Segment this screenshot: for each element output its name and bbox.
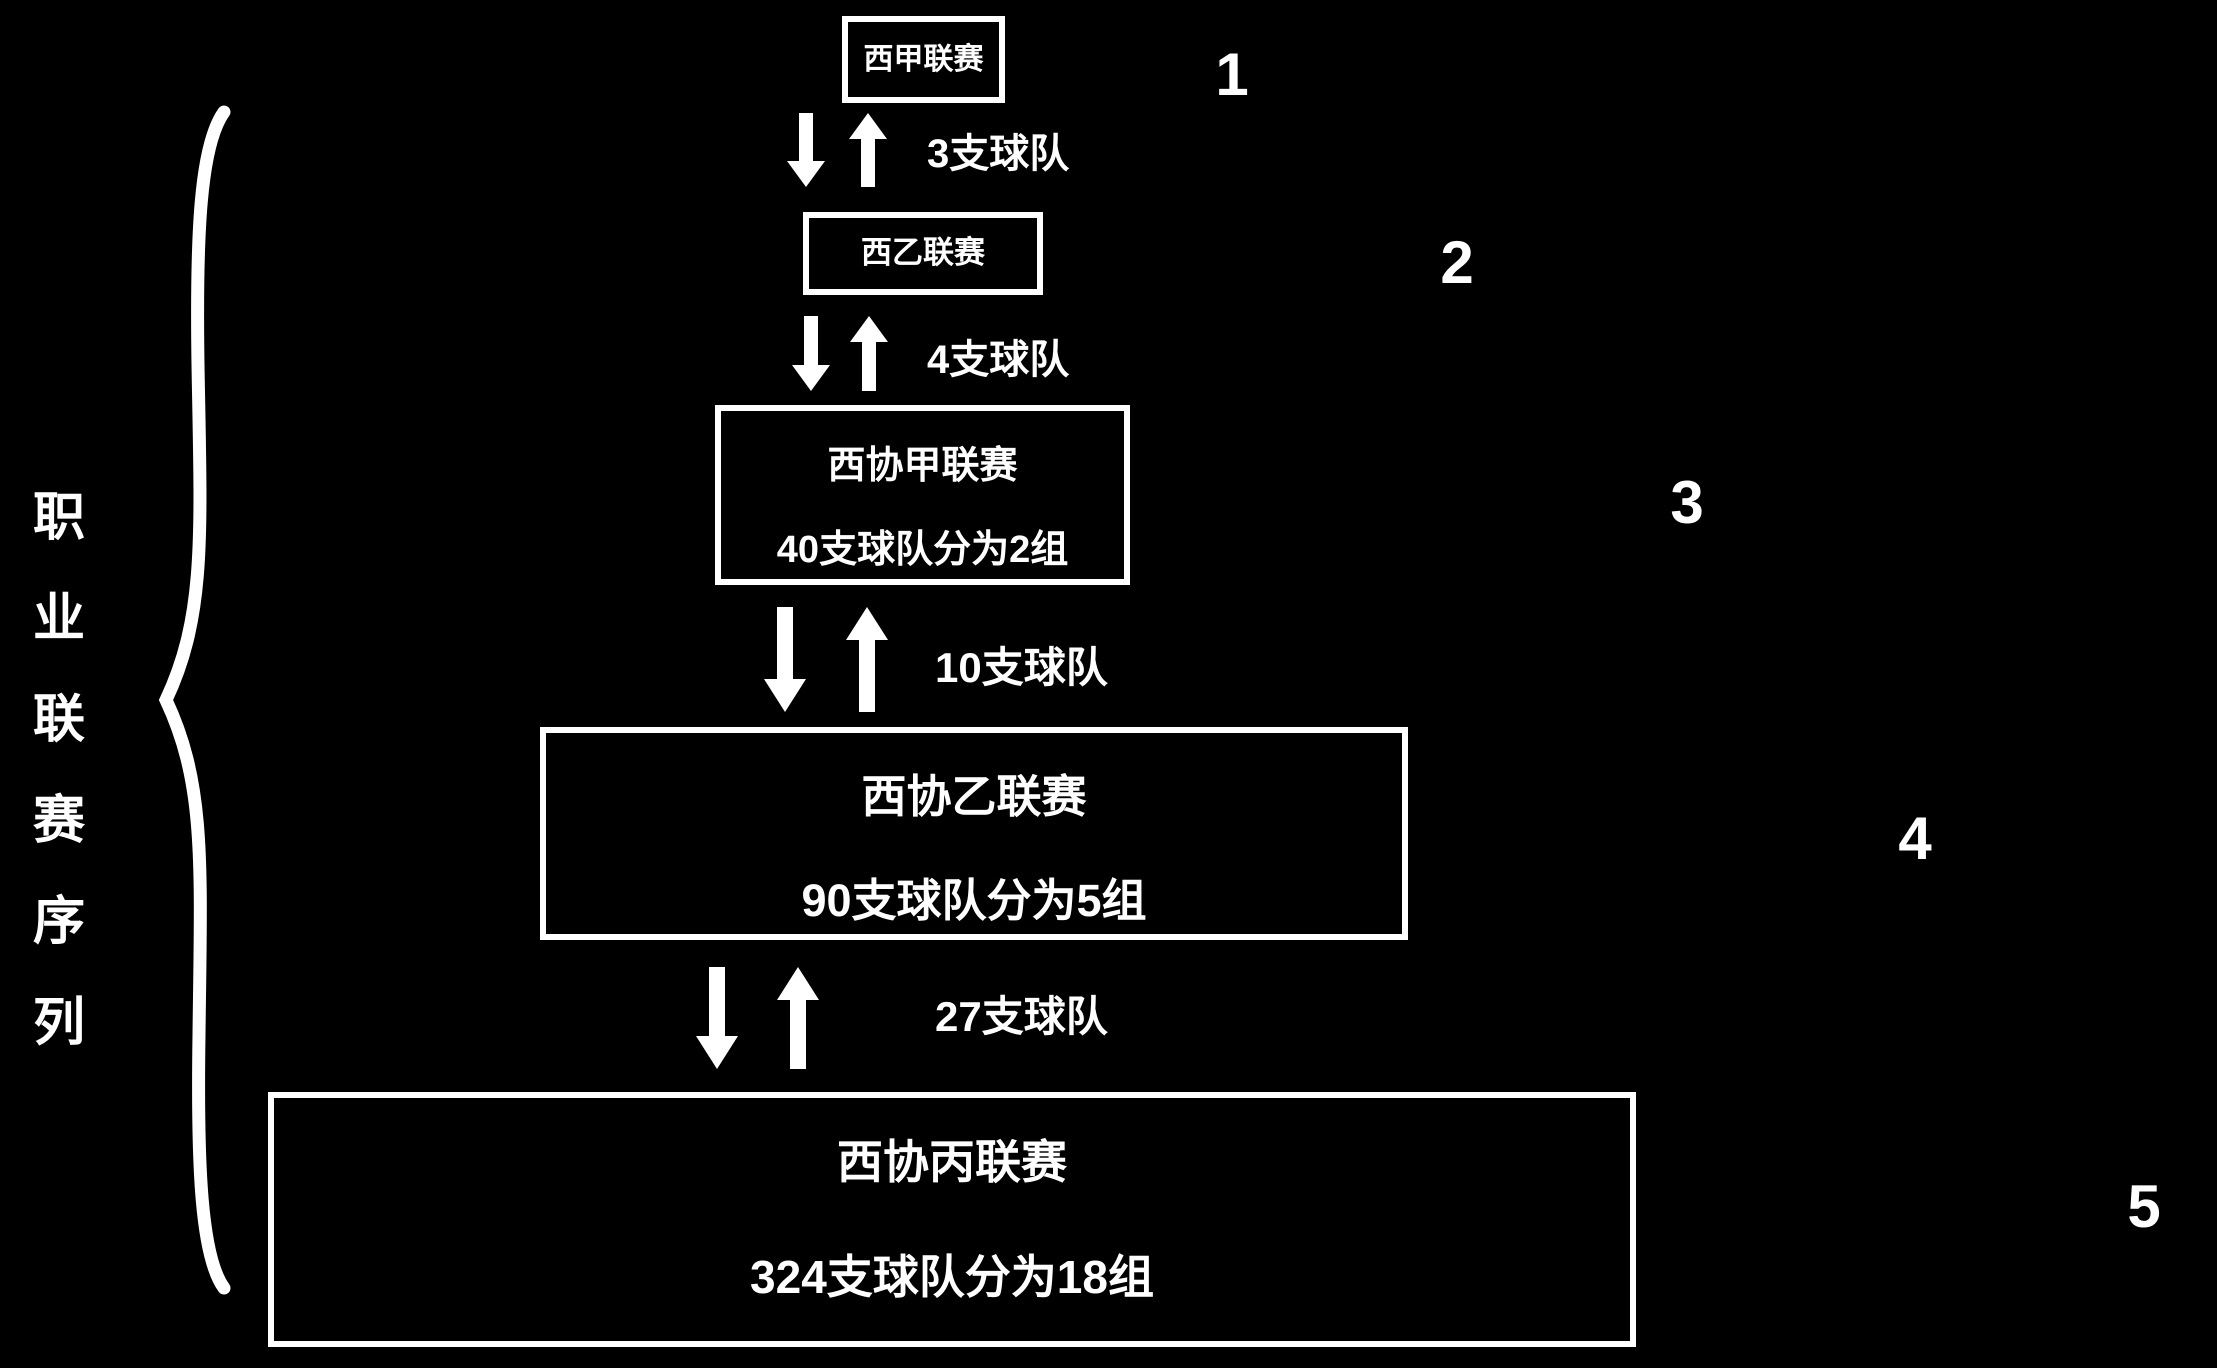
league-title: 西乙联赛 [861, 235, 985, 271]
league-title: 西协乙联赛 [861, 771, 1087, 822]
relegation-promotion-arrows-1 [787, 113, 887, 187]
relegation-promotion-arrows-4 [696, 967, 819, 1069]
side-caption-char: 职 [32, 489, 85, 547]
relegation-promotion-arrows-3 [764, 607, 888, 712]
tier-rank-1: 1 [1215, 41, 1249, 108]
exchange-count-label-3: 10支球队 [935, 644, 1108, 691]
relegation-promotion-arrows-2 [792, 316, 888, 391]
side-caption-char: 赛 [32, 792, 85, 850]
side-caption-professional-league-sequence: 职 业 联 赛 序 列 [30, 492, 88, 1049]
league-box-tier4: 西协乙联赛 90支球队分为5组 [540, 727, 1408, 940]
league-title: 西甲联赛 [863, 42, 984, 76]
league-box-tier5: 西协丙联赛 324支球队分为18组 [268, 1092, 1636, 1347]
side-caption-char: 序 [32, 893, 85, 951]
down-arrow-icon [792, 316, 830, 391]
side-caption-char: 列 [32, 994, 85, 1052]
side-caption-char: 联 [32, 691, 85, 749]
up-arrow-icon [850, 316, 888, 391]
up-arrow-icon [849, 113, 887, 187]
up-arrow-icon [777, 967, 819, 1069]
exchange-count-label-2: 4支球队 [927, 338, 1070, 382]
tier-rank-2: 2 [1440, 229, 1474, 296]
down-arrow-icon [787, 113, 825, 187]
curly-brace [158, 105, 231, 1295]
side-caption-char: 业 [32, 590, 85, 648]
exchange-count-label-1: 3支球队 [927, 132, 1070, 176]
league-box-tier2: 西乙联赛 [803, 212, 1043, 295]
league-title: 西协甲联赛 [827, 445, 1018, 487]
league-subtitle: 90支球队分为5组 [801, 874, 1147, 926]
league-title: 西协丙联赛 [837, 1136, 1067, 1188]
tier-rank-3: 3 [1670, 469, 1704, 536]
up-arrow-icon [846, 607, 888, 712]
league-box-tier3: 西协甲联赛 40支球队分为2组 [715, 405, 1130, 585]
down-arrow-icon [696, 967, 738, 1069]
tier-rank-5: 5 [2127, 1173, 2161, 1240]
tier-rank-4: 4 [1898, 805, 1932, 872]
down-arrow-icon [764, 607, 806, 712]
league-box-tier1: 西甲联赛 [842, 16, 1005, 103]
exchange-count-label-4: 27支球队 [935, 993, 1108, 1040]
league-subtitle: 40支球队分为2组 [776, 529, 1069, 572]
league-subtitle: 324支球队分为18组 [750, 1250, 1154, 1303]
